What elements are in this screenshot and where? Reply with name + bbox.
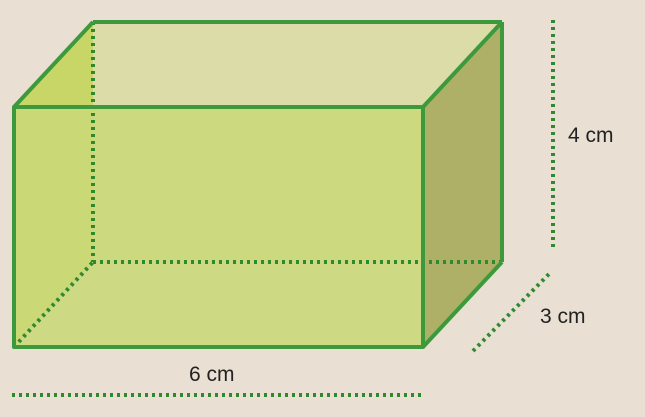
width-guide — [471, 271, 552, 353]
hidden-edges — [12, 22, 502, 349]
front-face — [14, 107, 423, 347]
dimension-guides — [12, 20, 555, 397]
length-label: 6 cm — [189, 363, 235, 386]
height-label: 4 cm — [568, 124, 614, 147]
visible-edges — [12, 20, 504, 349]
right-face — [423, 22, 502, 347]
edge-bottom-right-depth — [421, 260, 504, 349]
edge-top-right-depth — [421, 20, 504, 109]
edge-top-left-depth — [12, 20, 95, 109]
hidden-edge-depth — [12, 260, 95, 349]
top-face — [14, 22, 502, 107]
width-label: 3 cm — [540, 305, 586, 328]
